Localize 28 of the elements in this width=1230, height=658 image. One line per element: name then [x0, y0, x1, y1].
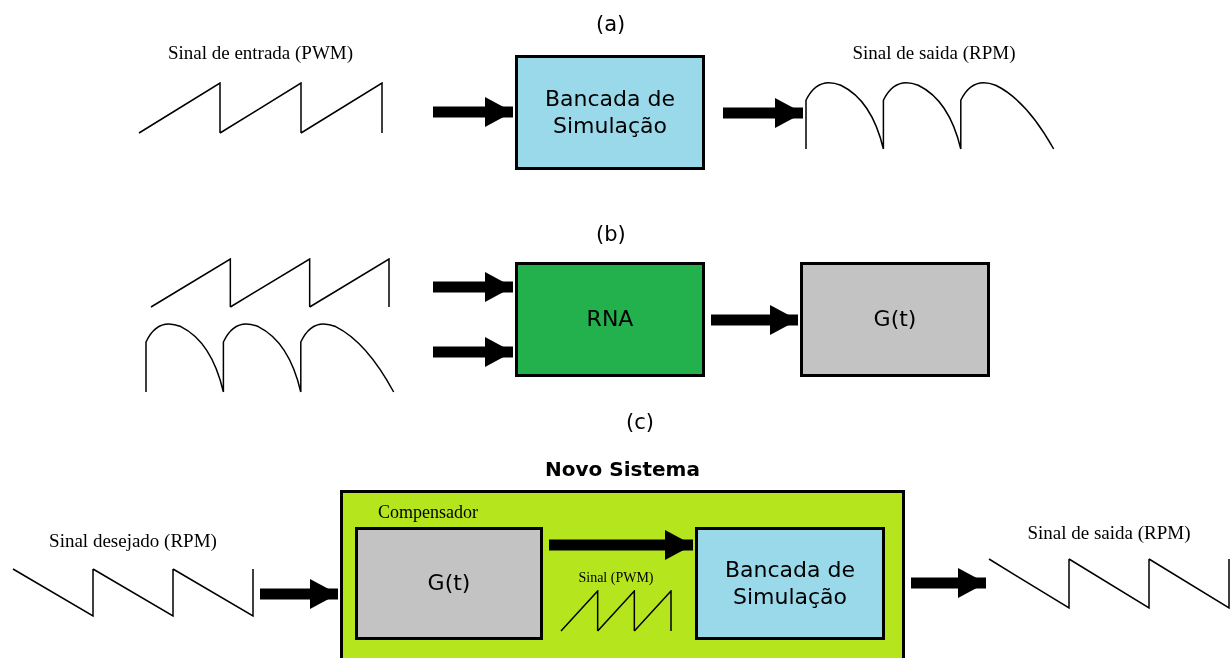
block-arrow [433, 97, 513, 127]
box-label: Bancada de Simulação [723, 557, 856, 610]
block-arrow [549, 530, 693, 560]
signal-label: Sinal de saida (RPM) [1026, 522, 1192, 544]
block-arrow [433, 272, 513, 302]
block-arrow [711, 305, 798, 335]
block-arrow [433, 337, 513, 367]
block-arrow [723, 98, 803, 128]
box-label: Bancada de Simulação [543, 86, 676, 139]
block-arrow [260, 579, 338, 609]
box-label: RNA [585, 306, 635, 333]
block-box [515, 262, 705, 377]
panel-label: (a) [596, 12, 626, 36]
signal-label: Sinal de saida (RPM) [851, 42, 1017, 64]
block-box [515, 55, 705, 170]
box-label: G(t) [872, 306, 918, 333]
box-label: G(t) [426, 570, 472, 597]
signal-graph [560, 570, 672, 634]
signal-label: Sinal desejado (RPM) [48, 530, 218, 552]
panel-label: (b) [596, 222, 626, 246]
panel-label: (c) [626, 410, 654, 434]
heading: Novo Sistema [544, 457, 701, 481]
block-box [800, 262, 990, 377]
signal-label: Sinal (PWM) [577, 570, 655, 587]
block-box [695, 527, 885, 640]
heading: Compensador [378, 502, 478, 524]
block-arrow [911, 568, 986, 598]
signal-label: Sinal de entrada (PWM) [166, 42, 355, 64]
